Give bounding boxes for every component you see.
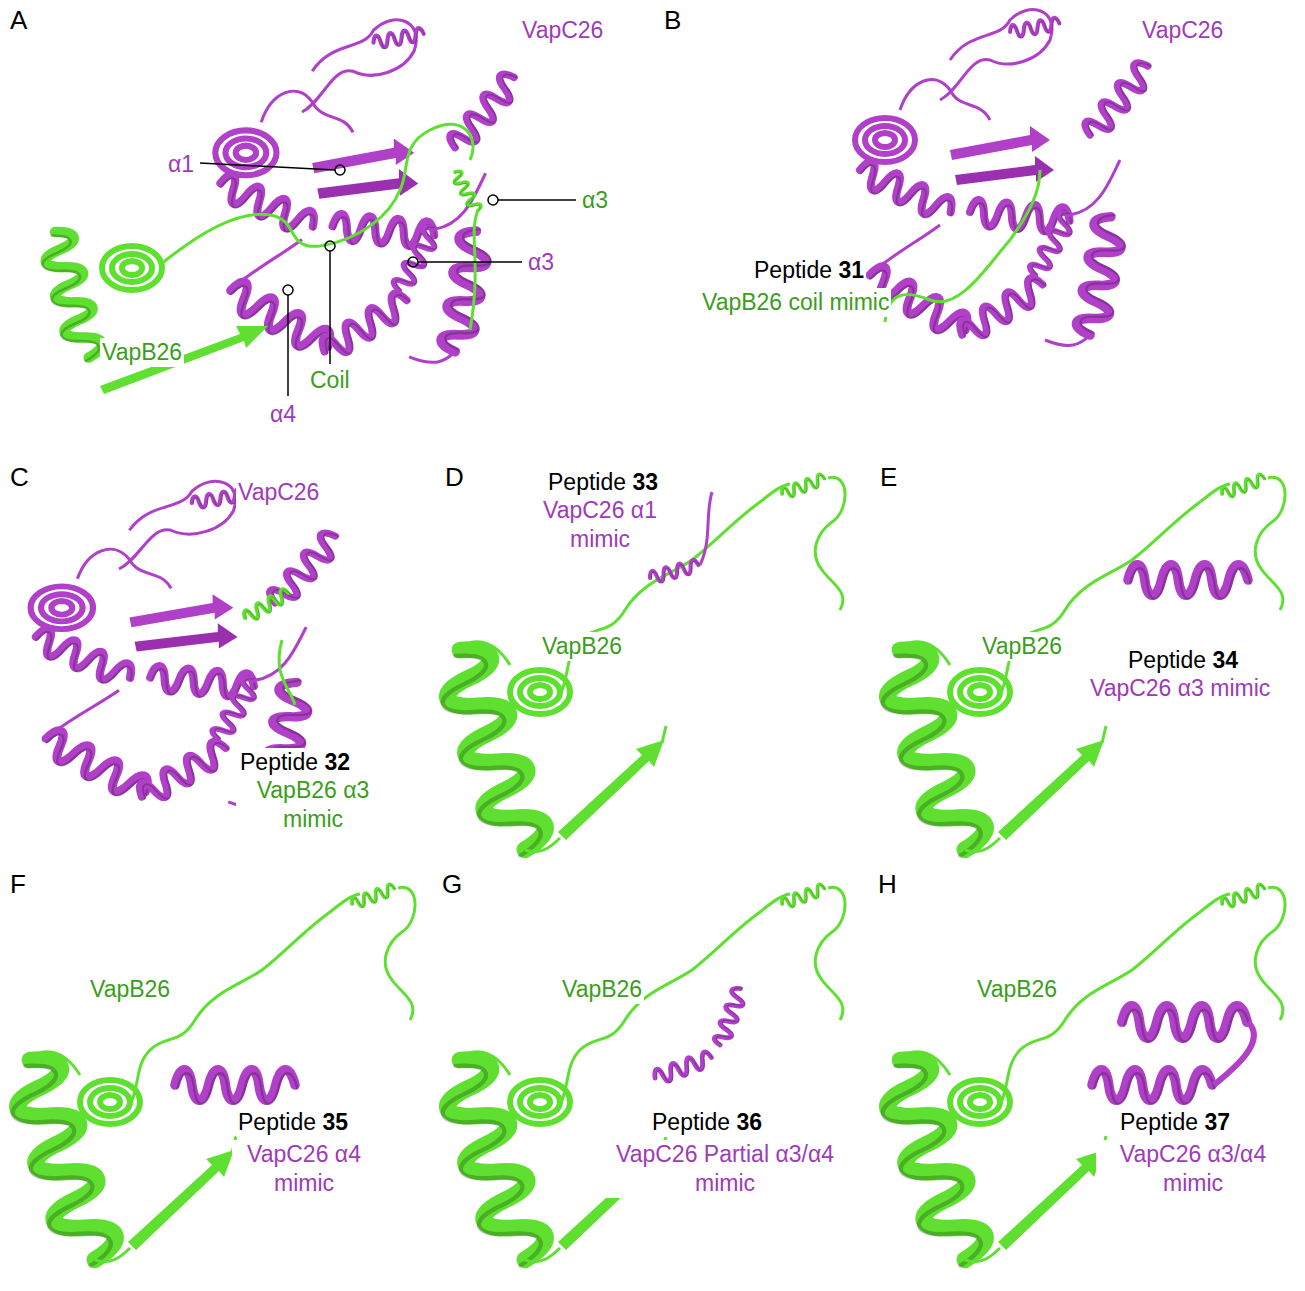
panel-letter: A (8, 6, 29, 35)
figure-label: VapC26 (520, 16, 605, 45)
figure-label: VapB26 (540, 632, 624, 661)
figure-label: VapB26 coil mimic (700, 288, 891, 317)
figure-label: Coil (308, 366, 352, 395)
figure-label: VapB26 (980, 632, 1064, 661)
figure-label: α3 (526, 248, 556, 277)
panel-letter: D (443, 463, 466, 492)
figure-label: VapC26 α4 mimic (232, 1140, 376, 1198)
figure-label: VapC26 (236, 478, 321, 507)
figure-label: Peptide 35 (236, 1108, 350, 1137)
figure-label: Peptide 36 (650, 1108, 764, 1137)
figure-label: VapC26 Partial α3/α4 mimic (598, 1140, 852, 1198)
panel-letter: F (8, 870, 28, 899)
figure-label: VapB26 (560, 975, 644, 1004)
figure-label: Peptide 37 (1118, 1108, 1232, 1137)
figure-label: α1 (166, 150, 196, 179)
panel-letter: H (876, 870, 899, 899)
figure-label: Peptide 31 (752, 256, 866, 285)
figure-label: α4 (268, 400, 298, 429)
figure-label: Peptide 33 (546, 468, 660, 497)
figure-label: α3 (580, 186, 610, 215)
panel-letter: B (662, 6, 683, 35)
figure-label: Peptide 34 (1126, 646, 1240, 675)
figure-label: VapC26 (1140, 16, 1225, 45)
figure-label: Peptide 32 (238, 748, 352, 777)
figure-label: VapB26 (975, 975, 1059, 1004)
panel-letter: G (440, 870, 464, 899)
figure-label: VapB26 α3 mimic (236, 776, 390, 834)
panel-letter: E (878, 463, 899, 492)
panel-letter: C (8, 463, 31, 492)
figure-label: VapC26 α3/α4 mimic (1096, 1140, 1290, 1198)
figure-label: VapC26 α3 mimic (1088, 674, 1272, 703)
figure-label: VapB26 (100, 338, 184, 367)
figure-label: VapC26 α1 mimic (528, 496, 672, 554)
figure-label: VapB26 (88, 975, 172, 1004)
